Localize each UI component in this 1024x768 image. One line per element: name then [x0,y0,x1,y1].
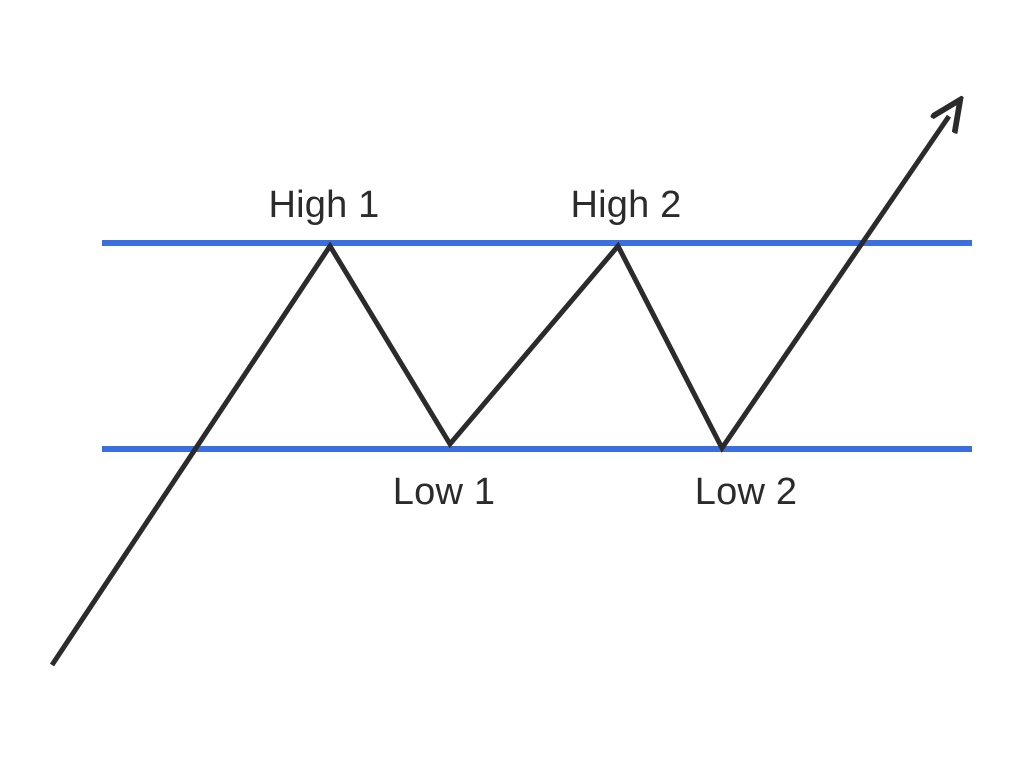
annotation-high-1: High 1 [268,184,380,226]
annotation-high-2: High 2 [570,184,682,226]
annotation-low-1: Low 1 [392,471,496,513]
annotation-low-2: Low 2 [694,471,798,513]
price-path-line [49,116,949,667]
